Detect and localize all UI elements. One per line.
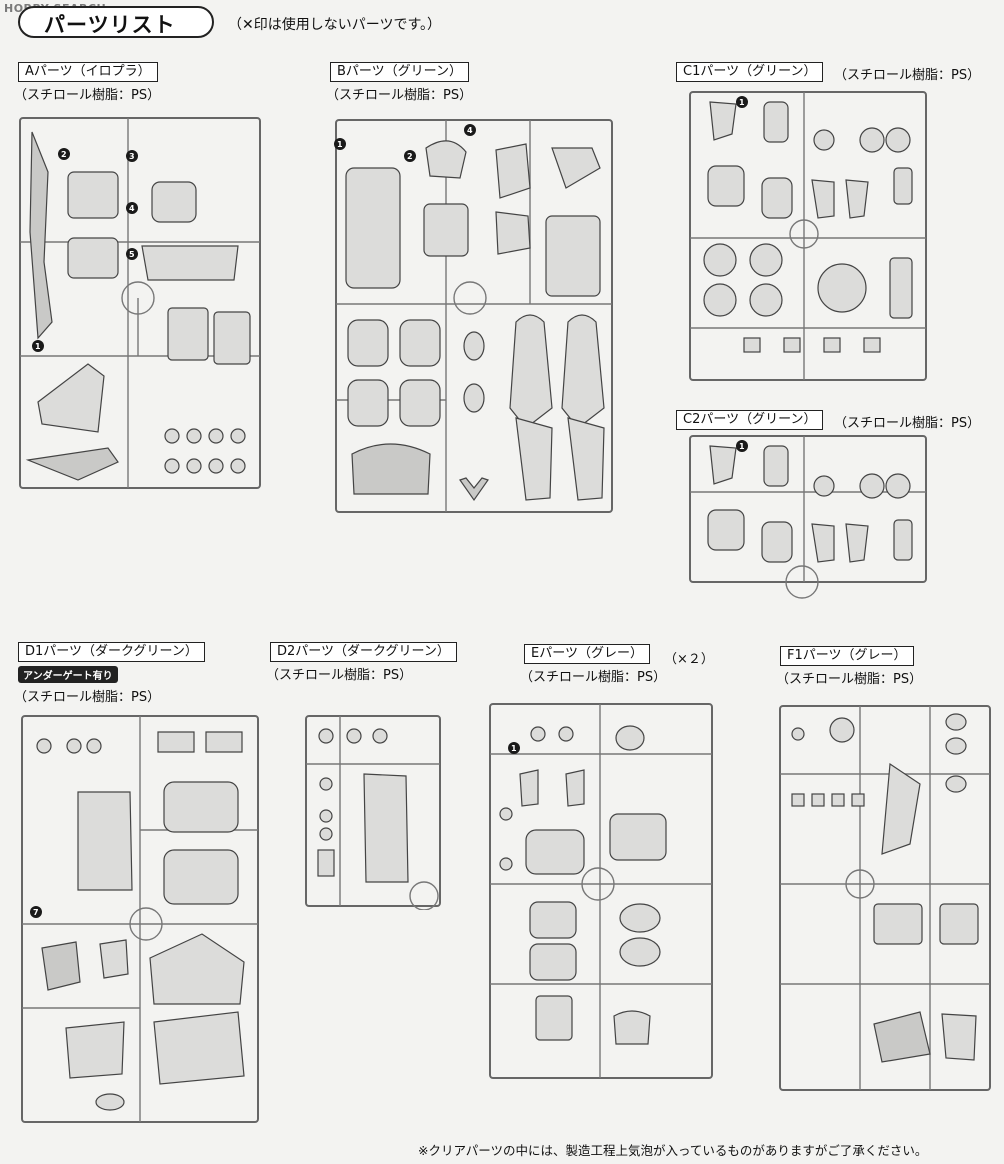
svg-text:1: 1 [35, 342, 41, 351]
runner-c2-diagram: 1 [689, 435, 927, 599]
runner-c1-material: （スチロール樹脂：PS） [834, 68, 981, 83]
svg-text:2: 2 [61, 150, 67, 159]
runner-e-material: （スチロール樹脂：PS） [520, 670, 667, 685]
runner-c2-label: C2パーツ（グリーン） [676, 410, 824, 430]
runner-d1-diagram: 7 [21, 715, 259, 1123]
runner-e-label: Eパーツ（グレー） [524, 644, 650, 664]
runner-e-qty: （×２） [664, 652, 714, 667]
runner-f1-diagram [779, 705, 991, 1091]
runner-a-label: Aパーツ（イロプラ） [18, 62, 158, 82]
runner-d1-label: D1パーツ（ダークグリーン） [18, 642, 205, 662]
runner-c1-diagram: 1 [689, 91, 927, 381]
title-capsule [18, 6, 214, 38]
under-gate-badge: アンダーゲート有り [18, 666, 118, 683]
title-note: （✕印は使用しないパーツです。） [228, 17, 442, 33]
footnote: ※クリアパーツの中には、製造工程上気泡が入っているものがありますがご了承ください… [418, 1143, 928, 1158]
runner-d2-diagram [305, 715, 441, 910]
runner-e-diagram: 1 [489, 703, 713, 1079]
runner-b-diagram: 1 4 2 [334, 119, 613, 513]
svg-text:1: 1 [739, 98, 745, 107]
runner-d1-material: （スチロール樹脂：PS） [14, 690, 161, 705]
svg-text:1: 1 [511, 744, 517, 753]
runner-a-material: （スチロール樹脂：PS） [14, 88, 161, 103]
runner-f1-material: （スチロール樹脂：PS） [776, 672, 923, 687]
runner-d2-material: （スチロール樹脂：PS） [266, 668, 413, 683]
page-title: パーツリスト [44, 13, 176, 37]
runner-a-diagram: 2 3 4 5 1 [19, 117, 261, 489]
runner-d2-label: D2パーツ（ダークグリーン） [270, 642, 457, 662]
runner-b-material: （スチロール樹脂：PS） [326, 88, 473, 103]
svg-text:3: 3 [129, 152, 135, 161]
runner-b-label: Bパーツ（グリーン） [330, 62, 470, 82]
runner-c2-material: （スチロール樹脂：PS） [834, 416, 981, 431]
svg-text:5: 5 [129, 250, 135, 259]
runner-c1-label: C1パーツ（グリーン） [676, 62, 824, 82]
svg-text:1: 1 [337, 140, 343, 149]
svg-text:1: 1 [739, 442, 745, 451]
svg-text:4: 4 [129, 204, 135, 213]
svg-text:2: 2 [407, 152, 413, 161]
runner-f1-label: F1パーツ（グレー） [780, 646, 914, 666]
svg-text:7: 7 [33, 908, 39, 917]
svg-text:4: 4 [467, 126, 473, 135]
